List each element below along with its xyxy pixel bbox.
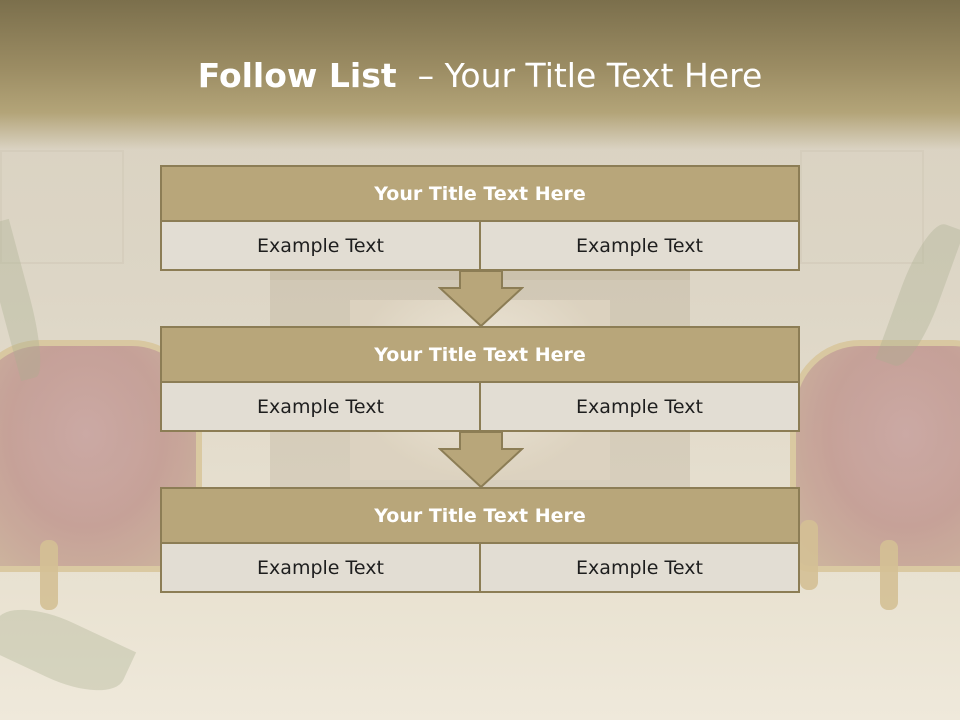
block-cell: Example Text [257,234,384,257]
block-row: Example Text Example Text [160,543,800,593]
background-window [0,150,124,264]
block-row: Example Text Example Text [160,221,800,271]
background-chair-leg [40,540,58,610]
background-window [800,150,924,264]
background-floor [0,590,960,720]
slide-title: Follow List – Your Title Text Here [0,55,960,97]
list-block: Your Title Text Here Example Text Exampl… [160,487,800,593]
block-title: Your Title Text Here [160,326,800,382]
slide-title-bold: Follow List [197,56,397,95]
block-row: Example Text Example Text [160,382,800,432]
block-cell: Example Text [479,222,798,269]
block-cell: Example Text [479,544,798,591]
down-arrow-icon [438,431,524,489]
block-title: Your Title Text Here [160,487,800,543]
block-cell: Example Text [479,383,798,430]
block-title: Your Title Text Here [160,165,800,221]
background-armchair-right [790,340,960,572]
block-cell: Example Text [257,395,384,418]
slide-title-rest: – Your Title Text Here [396,56,763,95]
down-arrow-icon [438,270,524,328]
background-chair-leg [800,520,818,590]
background-chair-leg [880,540,898,610]
block-cell: Example Text [257,556,384,579]
list-block: Your Title Text Here Example Text Exampl… [160,326,800,432]
title-bar [0,0,960,150]
list-block: Your Title Text Here Example Text Exampl… [160,165,800,271]
